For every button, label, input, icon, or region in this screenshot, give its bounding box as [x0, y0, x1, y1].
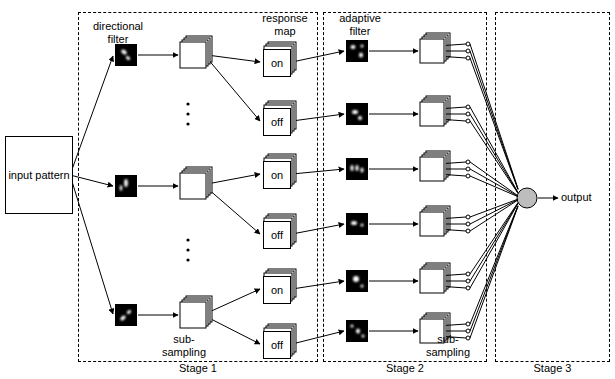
component-label: response map [255, 12, 315, 37]
response-map: on [263, 276, 291, 304]
connection-line [446, 169, 466, 170]
connection-line [446, 324, 466, 325]
weight-node [466, 112, 470, 116]
weight-node [466, 167, 470, 171]
weight-node [466, 272, 470, 276]
node-label: off [271, 116, 283, 129]
weight-node [466, 42, 470, 46]
connection-line [446, 44, 466, 45]
node-label: input pattern [8, 169, 69, 182]
weight-node [466, 222, 470, 226]
weight-node [466, 105, 470, 109]
weight-node [466, 229, 470, 233]
node-label: on [271, 284, 283, 297]
stage-heading: Stage 1 [79, 362, 317, 375]
stage-heading: Stage 3 [496, 362, 609, 375]
connection-line [470, 107, 518, 193]
connection-line [470, 114, 518, 193]
connection-line [446, 224, 466, 225]
connection-line [470, 203, 518, 288]
connection-line [470, 200, 518, 224]
stage-region: Stage 2 [323, 12, 487, 362]
connection-line [446, 331, 466, 332]
feature-map-sheet [420, 39, 444, 63]
component-label: directional filter [86, 20, 150, 45]
stage-region: Stage 1onoffonoffonoff [78, 12, 318, 362]
connection-line [446, 217, 466, 218]
connection-line [470, 176, 518, 197]
node-label: on [271, 169, 283, 182]
weight-node [466, 322, 470, 326]
input-box: input pattern [5, 136, 73, 214]
connection-line [470, 206, 518, 338]
feature-map-sheet [420, 157, 444, 181]
stage-heading: Stage 2 [324, 362, 486, 375]
weight-node [466, 174, 470, 178]
weight-node [466, 329, 470, 333]
weight-node [466, 160, 470, 164]
feature-map-sheet [180, 42, 206, 68]
connection-line [470, 162, 518, 196]
weight-node [466, 336, 470, 340]
feature-map-sheet [180, 173, 206, 199]
weight-node [466, 56, 470, 60]
weight-node [466, 286, 470, 290]
weight-node [466, 49, 470, 53]
feature-map-sheet [420, 269, 444, 293]
node-label: on [271, 57, 283, 70]
output-label: output [561, 191, 607, 204]
connection-line [446, 175, 466, 176]
node-label: off [271, 229, 283, 242]
component-label: adaptive filter [330, 12, 390, 37]
response-map: off [263, 331, 291, 359]
connection-line [446, 162, 466, 163]
connection-line [446, 274, 466, 275]
response-map: off [263, 221, 291, 249]
feature-map-sheet [420, 102, 444, 126]
connection-line [470, 169, 518, 196]
connection-line [470, 58, 518, 190]
feature-map-sheet [420, 212, 444, 236]
weight-node [466, 215, 470, 219]
response-map: on [263, 49, 291, 77]
connection-line [446, 287, 466, 288]
process-label: sub- sampling [158, 333, 210, 358]
connection-line [446, 57, 466, 58]
weight-node [466, 279, 470, 283]
connection-line [446, 107, 466, 108]
node-label: off [271, 339, 283, 352]
connection-line [446, 114, 466, 115]
stage-region: Stage 3 [495, 12, 610, 362]
connection-line [446, 230, 466, 231]
connection-line [470, 203, 518, 274]
response-map: on [263, 161, 291, 189]
response-map: off [263, 108, 291, 136]
weight-node [466, 119, 470, 123]
connection-line [470, 206, 518, 324]
process-label: sub- sampling [422, 333, 474, 358]
connection-line [446, 51, 466, 52]
connection-line [446, 281, 466, 282]
connection-line [446, 120, 466, 121]
feature-map-sheet [180, 302, 206, 328]
